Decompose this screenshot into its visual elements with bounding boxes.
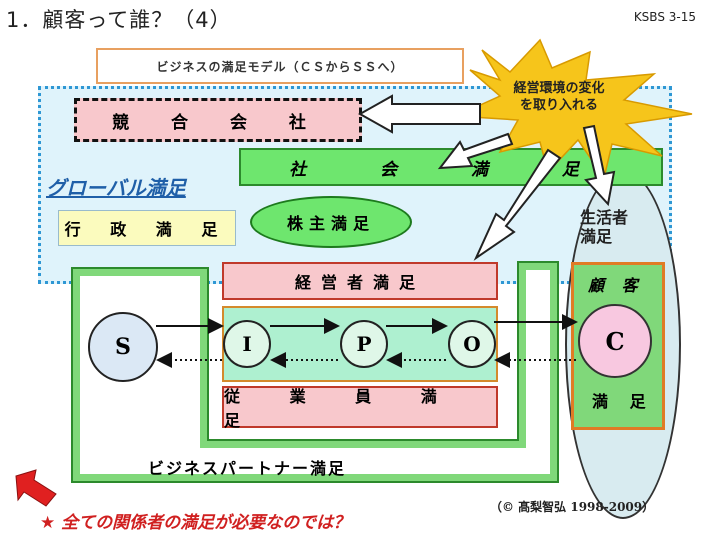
government-satisfaction-box: 行 政 満 足 [58,210,236,246]
node-process: P [340,320,388,368]
red-pointer-icon [15,469,57,507]
management-satisfaction-box: 経営者満足 [222,262,498,300]
arrow-to-social [437,132,514,170]
node-supplier: S [88,312,158,382]
environment-change-text: 経営環境の変化 を取り入れる [513,81,605,113]
footer-question: ★ 全ての関係者の満足が必要なのでは？ [40,508,350,533]
copyright: （© 髙梨智弘 1998-2009） [490,500,655,514]
arrow-to-management [473,148,562,261]
slide-title: 1．顧客って誰？（4） [6,8,232,32]
model-title-box: ビジネスの満足モデル（ＣＳからＳＳへ） [96,48,464,84]
customer-satisfaction-label: 満 足 [592,392,654,411]
node-input: I [223,320,271,368]
employee-satisfaction-box: 従 業 員 満 足 [222,386,498,430]
global-satisfaction-label: グローバル満足 [46,176,186,200]
slide-code: KSBS 3-15 [633,10,696,24]
node-output: O [448,320,496,368]
competitor-box: 競 合 会 社 [74,98,362,142]
consumer-satisfaction-label: 生活者 満足 [580,208,629,246]
shareholder-satisfaction-ellipse: 株主満足 [250,196,412,248]
arrow-to-competitor [357,94,481,134]
star-icon: ★ [40,513,56,533]
arrow-to-consumer [582,124,616,207]
customer-title: 顧 客 [588,276,644,295]
node-customer: C [578,304,652,378]
partner-satisfaction-label: ビジネスパートナー満足 [148,459,347,478]
partner-frame-inner [80,270,550,474]
footer-question-text: 全ての関係者の満足が必要なのでは？ [61,513,351,533]
